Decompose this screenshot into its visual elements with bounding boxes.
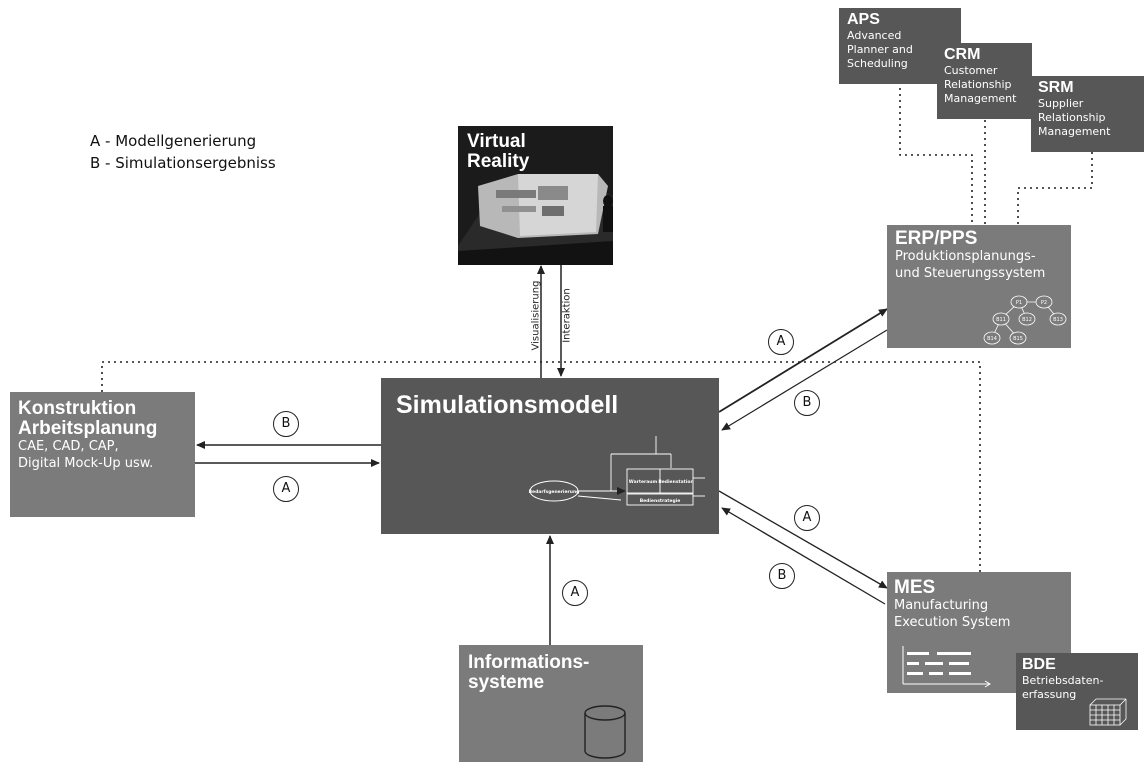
- vr-scene-image: [458, 174, 613, 265]
- mes-sub1: Manufacturing: [894, 597, 989, 613]
- info-title-1: Informations-: [468, 652, 590, 673]
- crm-title: CRM: [944, 46, 981, 63]
- erp-structure-diagram: P1 P2 B11 B12 B13 B14 B15: [983, 295, 1067, 345]
- erp-node-b14: B14: [987, 336, 997, 342]
- erp-node-p2: P2: [1041, 300, 1047, 306]
- legend: A - Modellgenerierung B - Simulationserg…: [90, 130, 276, 174]
- info-title-2: systeme: [468, 671, 545, 693]
- box-informationssysteme: Informations- systeme: [459, 645, 643, 762]
- sim-title: Simulationsmodell: [396, 391, 619, 419]
- database-icon: [584, 705, 626, 759]
- sim-mini-box-right: Bedienstation: [658, 479, 693, 485]
- arrow-mes-b: [721, 507, 886, 605]
- aps-sub1: Advanced: [847, 28, 902, 42]
- bde-title: BDE: [1022, 656, 1056, 673]
- erp-node-b15: B15: [1013, 336, 1023, 342]
- erp-node-b13: B13: [1053, 317, 1063, 323]
- box-virtual-reality: Virtual Reality: [458, 126, 613, 265]
- arrow-mes-a: [718, 490, 888, 589]
- srm-title: SRM: [1038, 79, 1074, 96]
- bde-sub1: Betriebsdaten-: [1022, 673, 1104, 687]
- erp-node-b11: B11: [996, 317, 1006, 323]
- konstruktion-sub-1: CAE, CAD, CAP,: [18, 438, 119, 454]
- gantt-chart-icon: [902, 646, 991, 688]
- box-srm: SRM Supplier Relationship Management: [1031, 76, 1144, 152]
- crm-sub3: Management: [944, 92, 1017, 106]
- erp-sub2: und Steuerungssystem: [895, 265, 1046, 281]
- erp-node-b12: B12: [1022, 317, 1032, 323]
- circle-label-b-konstruktion: B: [273, 411, 299, 437]
- arrow-erp-a: [718, 308, 888, 413]
- circle-label-b-erp: B: [794, 390, 820, 416]
- crm-sub2: Relationship: [944, 78, 1012, 92]
- konstruktion-title-2: Arbeitsplanung: [18, 417, 158, 439]
- legend-b: B - Simulationsergebniss: [90, 154, 276, 172]
- mes-title: MES: [894, 577, 936, 598]
- box-simulationsmodell: Simulationsmodell Bedarfsgenerierung War…: [381, 378, 719, 534]
- dotted-line-aps: [899, 82, 973, 225]
- bde-sub2: erfassung: [1022, 688, 1077, 702]
- crm-sub1: Customer: [944, 63, 998, 77]
- konstruktion-sub-2: Digital Mock-Up usw.: [18, 455, 154, 471]
- arrow-erp-b: [721, 329, 888, 431]
- erp-node-p1: P1: [1016, 300, 1022, 306]
- sim-mini-box-left: Warteraum: [629, 479, 658, 485]
- aps-sub2: Planner and: [847, 43, 913, 57]
- label-visualisierung: Visualisierung: [530, 280, 542, 351]
- circle-label-a-mes: A: [794, 505, 820, 531]
- vr-title-1: Virtual: [467, 131, 526, 152]
- vr-title-2: Reality: [467, 150, 530, 172]
- srm-sub3: Management: [1038, 125, 1111, 139]
- mes-sub2: Execution System: [894, 614, 1011, 630]
- box-konstruktion: Konstruktion Arbeitsplanung CAE, CAD, CA…: [10, 392, 195, 517]
- box-crm: CRM Customer Relationship Management: [937, 43, 1032, 119]
- erp-sub1: Produktionsplanungs-: [895, 248, 1036, 264]
- dotted-line-srm: [1017, 152, 1093, 225]
- konstruktion-title-1: Konstruktion: [18, 398, 137, 419]
- sim-queue-diagram: Bedarfsgenerierung Warteraum Bedienstati…: [529, 436, 705, 506]
- sim-mini-box-bottom: Bedienstrategie: [640, 498, 681, 504]
- circle-label-a-konstruktion: A: [273, 476, 299, 502]
- circle-label-a-info: A: [562, 580, 588, 606]
- erp-title: ERP/PPS: [895, 228, 978, 249]
- aps-sub3: Scheduling: [847, 57, 908, 71]
- srm-sub2: Relationship: [1038, 111, 1106, 125]
- srm-sub1: Supplier: [1038, 96, 1084, 110]
- grid-table-icon: [1089, 698, 1127, 726]
- label-interaktion: Interaktion: [561, 288, 573, 343]
- box-bde: BDE Betriebsdaten- erfassung: [1016, 653, 1138, 730]
- circle-label-a-erp: A: [768, 329, 794, 355]
- circle-label-b-mes: B: [769, 563, 795, 589]
- legend-a: A - Modellgenerierung: [90, 132, 257, 150]
- box-erp-pps: ERP/PPS Produktionsplanungs- und Steueru…: [887, 225, 1071, 348]
- sim-mini-ellipse-label: Bedarfsgenerierung: [529, 489, 580, 495]
- aps-title: APS: [847, 11, 880, 28]
